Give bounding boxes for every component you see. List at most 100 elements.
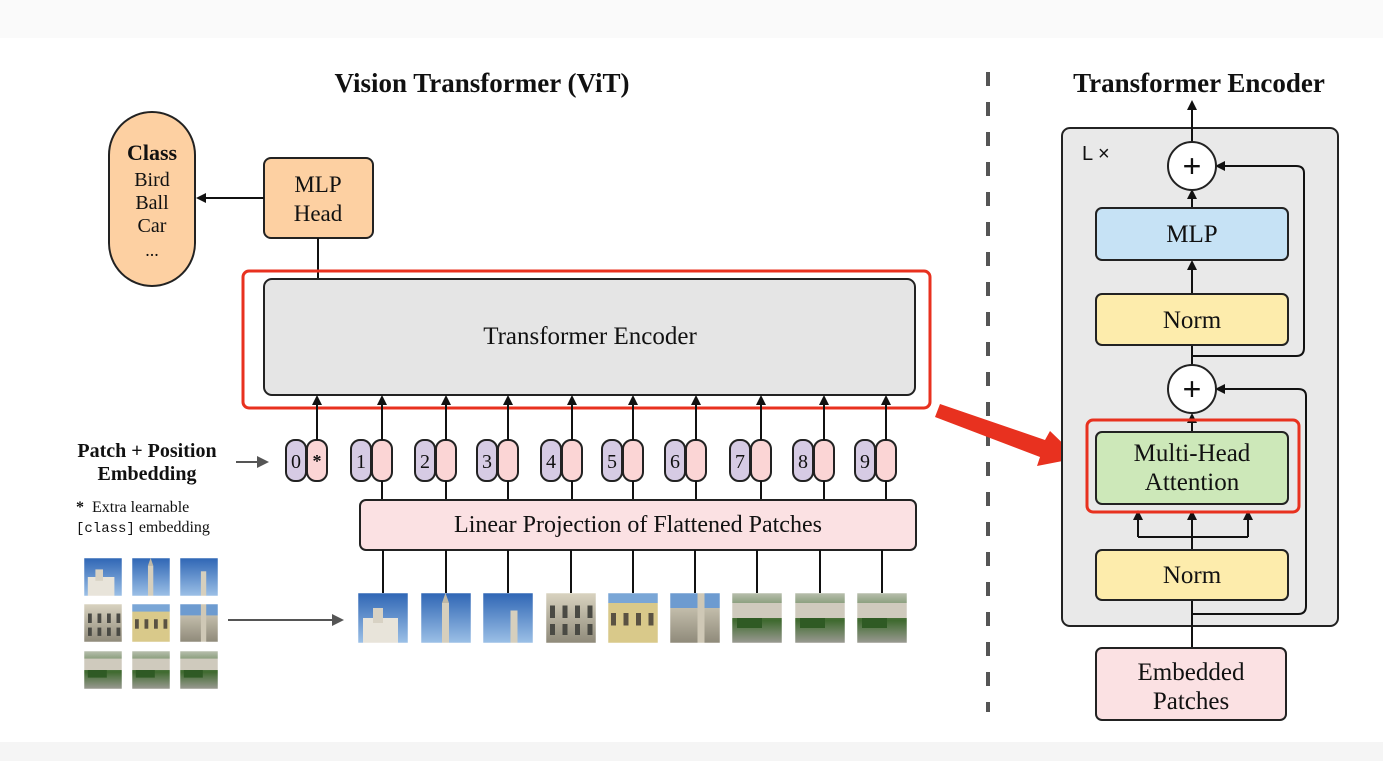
position-index: 2: [420, 451, 430, 473]
embedding-token: 2: [414, 395, 457, 500]
linear-projection-box: [359, 499, 917, 551]
position-index: 4: [546, 451, 556, 473]
embedding-token: 3: [476, 395, 519, 500]
patch-embedding: [813, 439, 835, 482]
image-patch: [357, 592, 409, 644]
position-index: 6: [670, 451, 680, 473]
flattened-patches: [357, 550, 908, 644]
patch-embedding: [685, 439, 707, 482]
embedding-token: 5: [601, 395, 644, 500]
position-index: 1: [356, 451, 366, 473]
embedding-token: 6: [664, 395, 707, 500]
class-item: Car: [138, 215, 167, 237]
embedding-token: 0*: [285, 395, 328, 482]
class-token-marker: *: [313, 451, 322, 471]
repeat-label: L ×: [1082, 143, 1110, 165]
add-node-top: [1167, 141, 1217, 191]
image-patch: [856, 592, 908, 644]
extra-note-star: *: [76, 499, 84, 516]
embedded-patches-box: [1095, 647, 1287, 721]
add-symbol: +: [1183, 371, 1202, 407]
mlp-box: [1095, 207, 1289, 261]
embedding-token: 8: [792, 395, 835, 500]
norm-box-top: [1095, 293, 1289, 346]
residual-1: [1192, 384, 1307, 615]
patch-embedding: [497, 439, 519, 482]
class-item: Ball: [135, 192, 169, 214]
patch-embedding: [622, 439, 644, 482]
mlp-head-label: Head: [294, 201, 343, 226]
position-index: 0: [291, 451, 301, 473]
image-patch: [83, 650, 123, 690]
image-patch: [179, 603, 219, 643]
encoder-title: Transformer Encoder: [1073, 68, 1325, 98]
patch-embedding: [750, 439, 772, 482]
embedding-token: 9: [854, 395, 897, 500]
top-margin: [0, 0, 1383, 38]
position-index: 7: [735, 451, 745, 473]
position-index: 9: [860, 451, 870, 473]
image-patch: [179, 557, 219, 597]
class-box: [108, 111, 196, 287]
norm-label: Norm: [1163, 307, 1222, 334]
image-patch: [179, 650, 219, 690]
mlp-label: MLP: [1166, 221, 1217, 248]
patch-embedding: [561, 439, 583, 482]
bottom-margin: [0, 742, 1383, 761]
position-index: 5: [607, 451, 617, 473]
mha-highlight: [1085, 418, 1301, 514]
embedded-patches-label: Patches: [1153, 688, 1229, 715]
extra-note-code: [class]: [76, 521, 135, 537]
class-heading: Class: [127, 140, 178, 165]
image-patch: [669, 592, 721, 644]
image-patch: [83, 557, 123, 597]
transformer-encoder-label: Transformer Encoder: [483, 323, 697, 350]
patch-embedding: [371, 439, 393, 482]
image-patch: [131, 557, 171, 597]
class-item: ...: [145, 240, 159, 260]
image-patch: [482, 592, 534, 644]
patch-embedding: [875, 439, 897, 482]
embedding-token: 7: [729, 395, 772, 500]
mha-label: Multi-Head: [1134, 440, 1251, 467]
vit-title: Vision Transformer (ViT): [335, 68, 630, 98]
image-patch-grid: [83, 557, 219, 690]
extra-note-rest: embedding: [139, 519, 210, 536]
extra-note-line1: * Extra learnable: [76, 499, 189, 516]
mha-label: Attention: [1145, 469, 1240, 496]
zoom-arrow: [935, 404, 1078, 466]
add-symbol: +: [1183, 148, 1202, 184]
extra-note-line2: [class] embedding: [76, 519, 210, 537]
position-index: 3: [482, 451, 492, 473]
embedded-patches-label: Embedded: [1138, 659, 1245, 686]
image-patch: [545, 592, 597, 644]
image-patch: [131, 650, 171, 690]
embedding-label: Embedding: [98, 463, 197, 485]
extra-note-text: Extra learnable: [92, 499, 189, 516]
encoder-highlight: [241, 269, 932, 410]
add-node-bottom: [1167, 364, 1217, 414]
image-patch: [420, 592, 472, 644]
embedding-token: 1: [350, 395, 393, 500]
image-patch: [731, 592, 783, 644]
residual-2: [1192, 161, 1305, 357]
linear-projection-label: Linear Projection of Flattened Patches: [454, 512, 822, 538]
transformer-encoder-box: [263, 278, 916, 396]
norm-box-bottom: [1095, 549, 1289, 601]
class-item: Bird: [134, 169, 170, 191]
embedding-label: Patch + Position: [77, 440, 216, 462]
mlp-head-box: [263, 157, 374, 239]
embedding-token: 4: [540, 395, 583, 500]
mha-box: [1095, 431, 1289, 505]
mlp-head-label: MLP: [294, 172, 341, 197]
patch-embedding: [435, 439, 457, 482]
image-patch: [83, 603, 123, 643]
image-patch: [794, 592, 846, 644]
position-index: 8: [798, 451, 808, 473]
norm-label: Norm: [1163, 562, 1222, 589]
image-patch: [131, 603, 171, 643]
image-patch: [607, 592, 659, 644]
